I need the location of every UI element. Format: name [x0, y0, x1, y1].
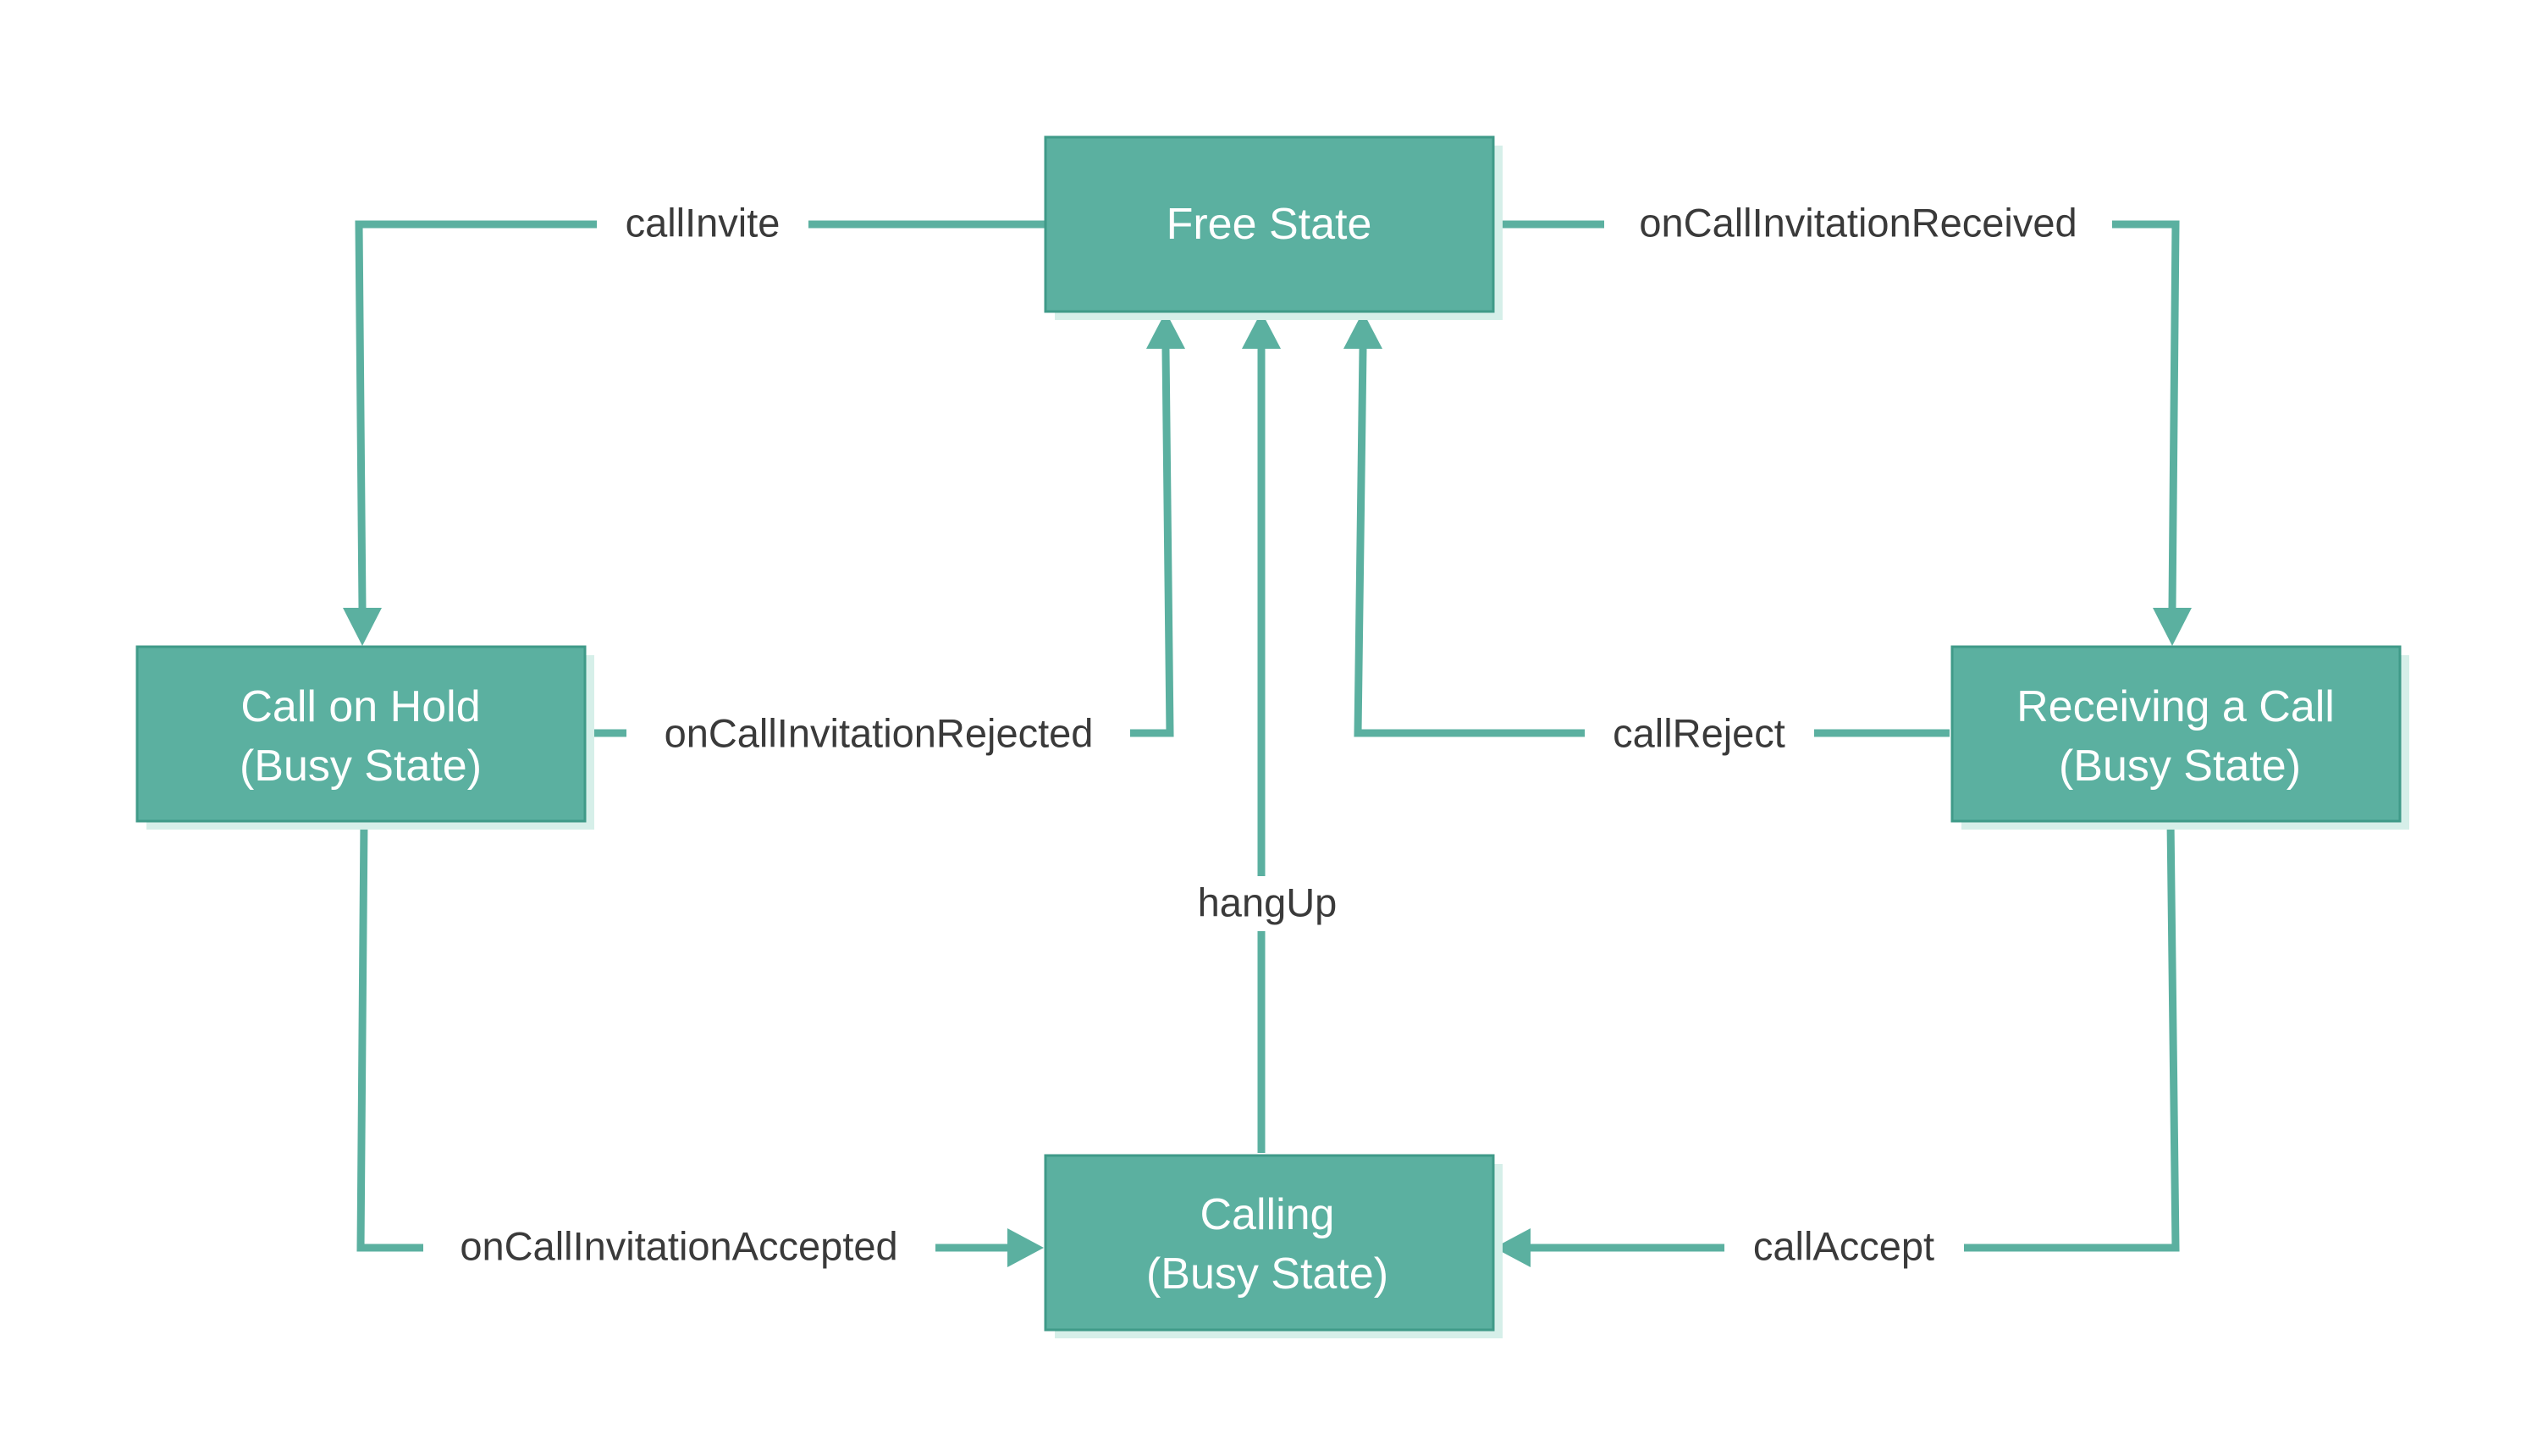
node-receiving-a-call-label-line1: Receiving a Call: [2016, 682, 2335, 731]
node-call-on-hold-label-line1: Call on Hold: [240, 682, 480, 731]
node-receiving-a-call-label-line2: (Busy State): [2059, 742, 2301, 791]
node-calling-label-line2: (Busy State): [1146, 1249, 1388, 1299]
edge-on-call-invitation-received-line-2: [2112, 220, 2180, 609]
node-calling-label-line1: Calling: [1200, 1190, 1335, 1239]
edge-on-call-invitation-rejected-line-2: [1130, 348, 1174, 737]
node-call-on-hold-box: [135, 645, 587, 823]
edge-label-hang-up: hangUp: [1198, 880, 1338, 925]
arrowhead-to-receiving-call: [2153, 608, 2192, 646]
edge-label-call-reject: callReject: [1613, 711, 1785, 756]
node-calling: Calling (Busy State): [1044, 1154, 1503, 1338]
node-call-on-hold: Call on Hold (Busy State): [135, 645, 594, 830]
node-free-state: Free State: [1044, 135, 1503, 320]
edge-call-invite-line-2: [355, 220, 597, 609]
arrowhead-rejected-to-free: [1146, 312, 1185, 349]
arrowhead-call-accept-to-calling: [1494, 1228, 1531, 1267]
node-call-on-hold-label-line2: (Busy State): [240, 742, 482, 791]
edge-label-call-accept: callAccept: [1753, 1224, 1934, 1269]
node-free-state-box: [1044, 135, 1495, 313]
arrowhead-reject-to-free: [1343, 312, 1382, 349]
arrowhead-hangup-to-free: [1242, 312, 1281, 349]
edge-label-on-call-invitation-accepted: onCallInvitationAccepted: [460, 1224, 897, 1269]
edge-label-on-call-invitation-rejected: onCallInvitationRejected: [665, 711, 1094, 756]
edge-on-call-invitation-accepted-line: [356, 820, 423, 1252]
edge-call-accept-line: [1964, 820, 2180, 1252]
node-receiving-a-call: Receiving a Call (Busy State): [1950, 645, 2409, 830]
node-calling-box: [1044, 1154, 1495, 1332]
edge-label-call-invite: callInvite: [626, 201, 781, 245]
edge-label-on-call-invitation-received: onCallInvitationReceived: [1639, 201, 2077, 245]
arrowhead-to-call-on-hold: [343, 608, 382, 646]
arrowhead-accepted-to-calling: [1007, 1228, 1044, 1267]
node-free-state-label: Free State: [1167, 200, 1372, 249]
edge-call-reject-line-2: [1354, 348, 1585, 737]
node-receiving-a-call-box: [1950, 645, 2402, 823]
